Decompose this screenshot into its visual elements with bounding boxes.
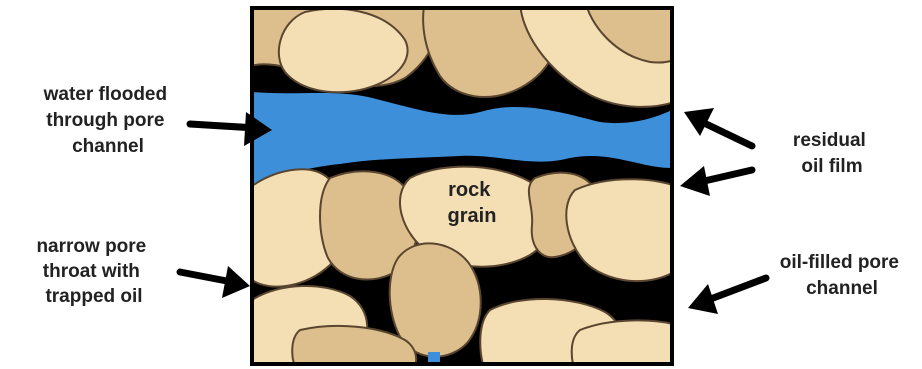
- oil-filled-label: oil-filled pore channel: [780, 252, 905, 299]
- residual-oil-label-line: oil film: [801, 156, 862, 177]
- rock-grain-label-line: rock: [448, 179, 491, 201]
- water-flooded-label-line: water flooded: [43, 84, 168, 105]
- arrow-residual-oil-lower: [680, 166, 752, 196]
- water-flooded-label: water flooded through pore channel: [43, 84, 173, 157]
- rock-grain-label-line: grain: [448, 205, 497, 227]
- water-flooded-label-line: through pore: [46, 110, 164, 131]
- residual-oil-label-line: residual: [793, 130, 866, 151]
- arrow-narrow-throat: [180, 266, 250, 298]
- residual-oil-label: residual oil film: [793, 130, 871, 177]
- narrow-throat-label-line: trapped oil: [45, 286, 142, 307]
- water-flooded-label-line: channel: [72, 136, 144, 157]
- oil-filled-label-line: channel: [806, 278, 878, 299]
- oil-filled-label-line: oil-filled pore: [780, 252, 899, 273]
- narrow-throat-label-line: narrow pore: [36, 236, 146, 257]
- arrow-residual-oil-upper: [684, 108, 752, 146]
- arrow-oil-filled: [688, 278, 766, 314]
- rock-grain: [572, 320, 680, 369]
- narrow-throat-label-line: throat with: [43, 261, 140, 282]
- narrow-throat-label: narrow pore throat with trapped oil: [36, 236, 151, 307]
